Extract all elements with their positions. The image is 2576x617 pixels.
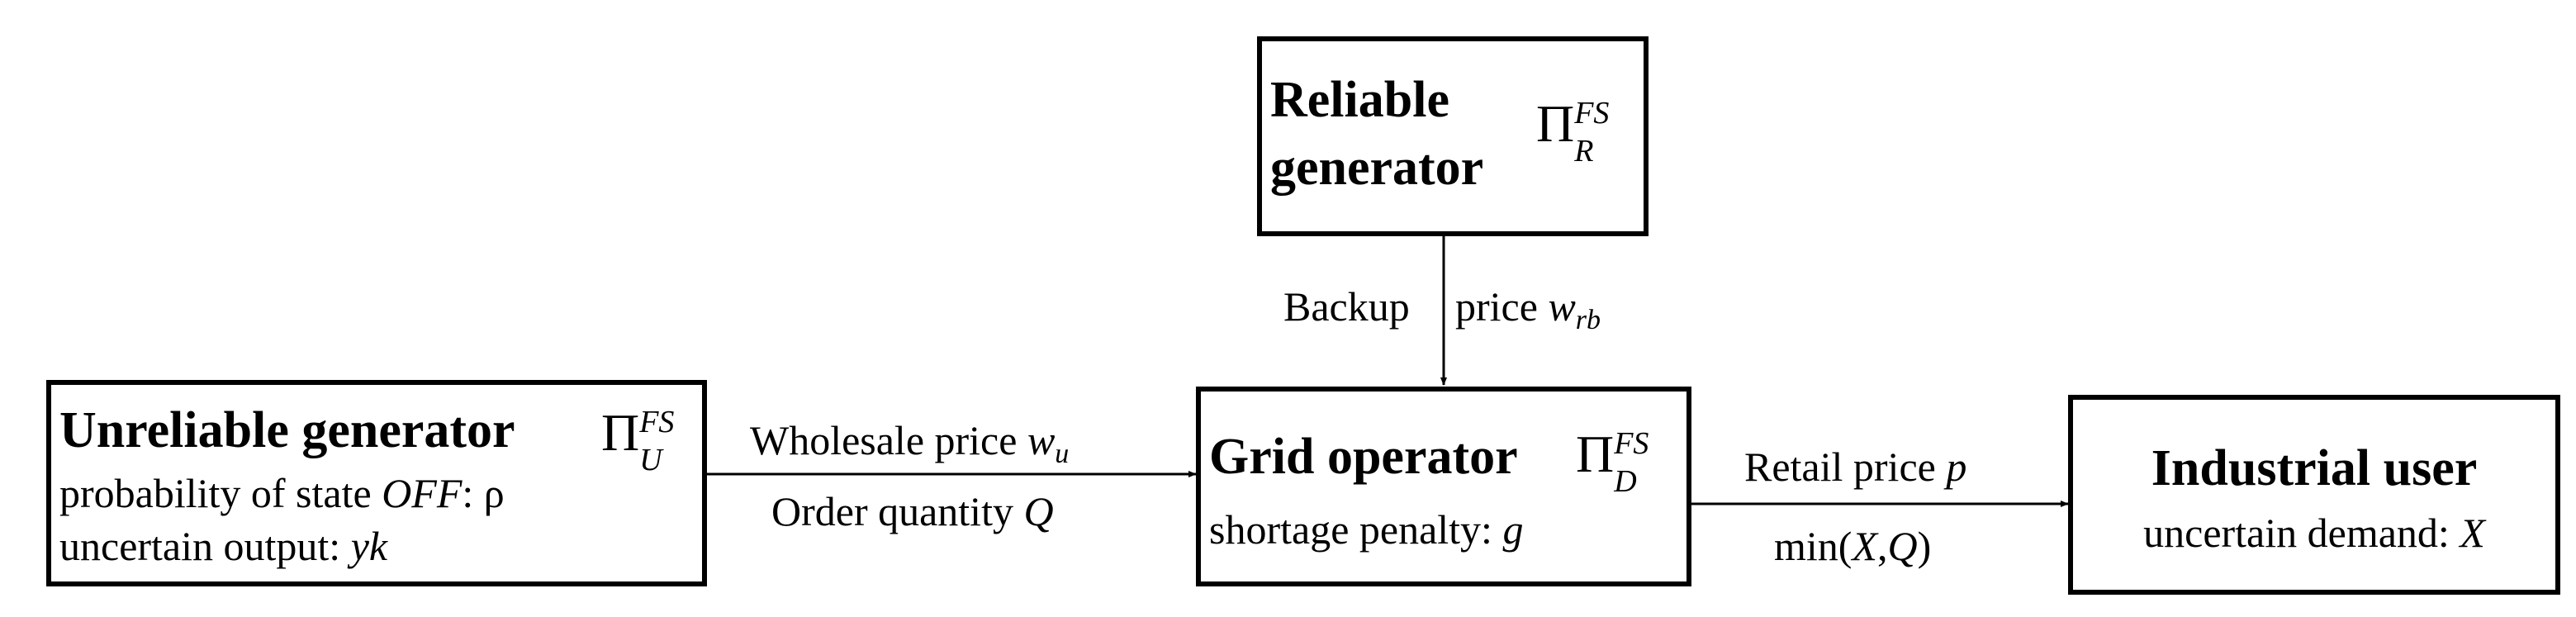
off-probability-suffix: : ρ: [462, 470, 505, 516]
min-sep: ,: [1876, 523, 1888, 569]
profit-subscript: U: [639, 443, 662, 477]
profit-symbol: Π: [601, 403, 640, 462]
min-quantity-label: min(X,Q): [1774, 525, 1931, 567]
wholesale-price-prefix: Wholesale price: [750, 417, 1027, 463]
profit-symbol: Π: [1536, 94, 1575, 153]
demand-prefix: uncertain demand:: [2143, 510, 2460, 556]
profit-superscript: FS: [639, 405, 675, 439]
profit-subscript: D: [1614, 464, 1637, 499]
industrial-user-title: Industrial user: [2151, 440, 2478, 496]
profit-subscript: R: [1574, 134, 1594, 168]
order-quantity-var: Q: [1023, 488, 1054, 534]
backup-price-label-right: price wrb: [1455, 286, 1601, 335]
shortage-penalty-prefix: shortage penalty:: [1209, 506, 1503, 553]
profit-symbol: Π: [1576, 425, 1615, 483]
backup-price-var: w: [1548, 283, 1576, 330]
order-quantity-label: Order quantity Q: [771, 491, 1054, 532]
profit-superscript: FS: [1574, 96, 1610, 131]
unreliable-generator-output: uncertain output: yk: [59, 525, 387, 567]
min-fn: min(: [1774, 523, 1853, 569]
output-prefix: uncertain output:: [59, 523, 351, 569]
min-arg-a: X: [1852, 523, 1877, 569]
retail-price-var: p: [1946, 444, 1967, 490]
grid-operator-title: Grid operator: [1209, 429, 1518, 485]
grid-operator-shortage-penalty: shortage penalty: g: [1209, 509, 1523, 550]
order-quantity-prefix: Order quantity: [771, 488, 1024, 534]
profit-superscript: FS: [1614, 426, 1649, 461]
output-value: yk: [350, 523, 388, 569]
retail-price-label: Retail price p: [1744, 446, 1966, 487]
min-arg-b: Q: [1887, 523, 1918, 569]
wholesale-price-var: w: [1027, 417, 1056, 463]
backup-price-var-sub: rb: [1575, 305, 1601, 335]
industrial-user-box: Industrial user uncertain demand: X: [2068, 395, 2560, 595]
off-probability-prefix: probability of state: [59, 470, 382, 516]
reliable-generator-title-line1: Reliable: [1270, 72, 1449, 128]
retail-price-prefix: Retail price: [1744, 444, 1947, 490]
wholesale-price-var-sub: u: [1055, 439, 1070, 469]
industrial-user-demand: uncertain demand: X: [2073, 512, 2555, 553]
min-close: ): [1917, 523, 1932, 569]
off-state-label: OFF: [382, 470, 463, 516]
reliable-generator-title-line2: generator: [1270, 140, 1484, 196]
profit-indices: FS U: [639, 406, 689, 489]
wholesale-price-label: Wholesale price wu: [750, 420, 1069, 468]
demand-value: X: [2460, 510, 2485, 556]
backup-price-prefix: price: [1455, 283, 1549, 330]
backup-price-label-left: Backup: [1283, 283, 1410, 330]
shortage-penalty-value: g: [1502, 506, 1524, 553]
unreliable-generator-title: Unreliable generator: [59, 402, 515, 458]
unreliable-generator-off-probability: probability of state OFF: ρ: [59, 472, 505, 514]
